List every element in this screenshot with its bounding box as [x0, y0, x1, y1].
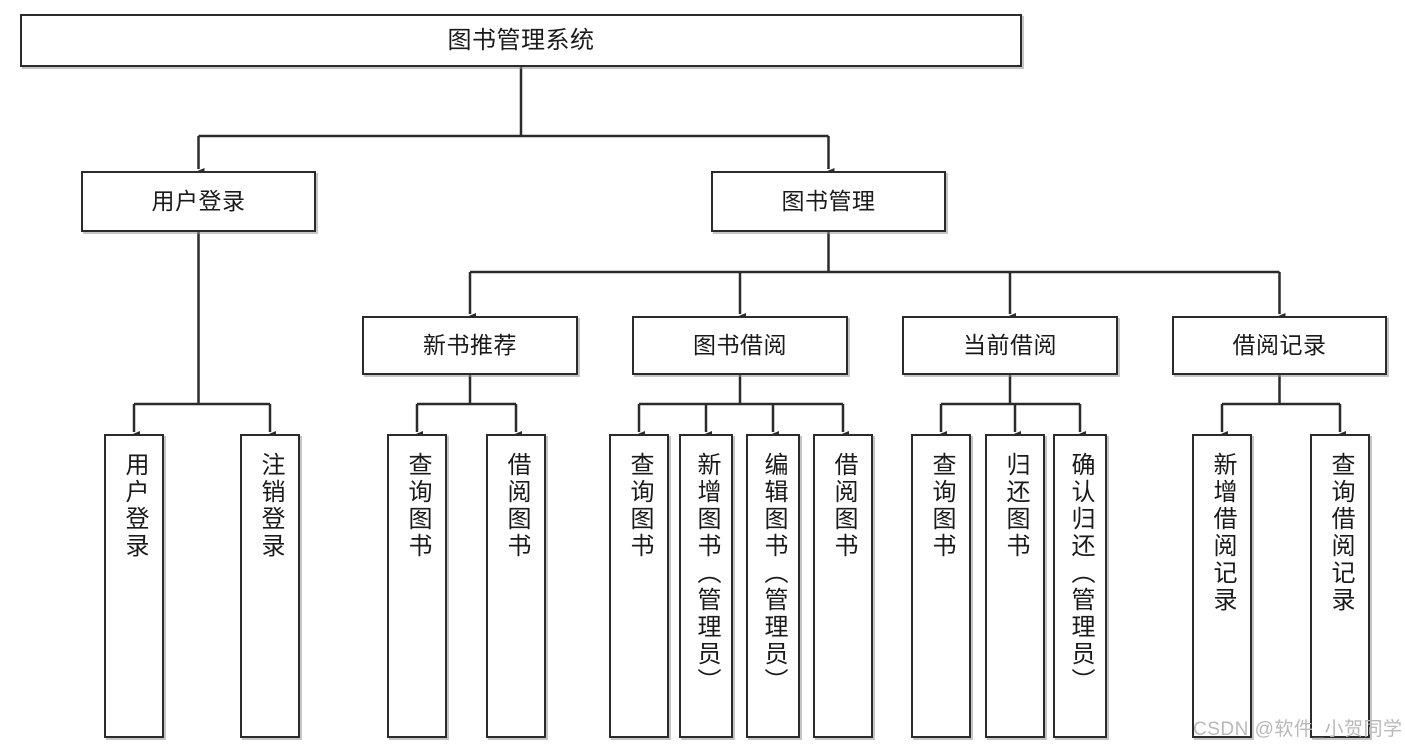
node-label: 用户登录 [121, 452, 148, 560]
node-leaf-borrow-query: 查询图书 [609, 434, 669, 738]
node-label: 查询图书 [626, 452, 653, 560]
node-l3-record: 借阅记录 [1172, 316, 1387, 375]
node-l3-borrow: 图书借阅 [632, 316, 848, 375]
node-label: 确认归还（管理员） [1067, 452, 1094, 695]
node-l3-new-book: 新书推荐 [362, 316, 578, 375]
node-label: 当前借阅 [963, 332, 1057, 359]
node-label: 查询图书 [928, 452, 955, 560]
node-label: 新书推荐 [423, 332, 517, 359]
node-leaf-user-login: 用户登录 [104, 434, 164, 738]
node-label: 归还图书 [1002, 452, 1029, 560]
node-label: 新增借阅记录 [1209, 452, 1236, 614]
node-leaf-new-borrow: 借阅图书 [486, 434, 546, 738]
node-l2-book-manage: 图书管理 [711, 171, 946, 232]
node-label: 查询图书 [404, 452, 431, 560]
node-leaf-borrow-add: 新增图书（管理员） [679, 434, 733, 738]
node-label: 借阅记录 [1232, 332, 1327, 359]
node-leaf-rec-add: 新增借阅记录 [1192, 434, 1252, 738]
node-leaf-cur-return: 归还图书 [985, 434, 1045, 738]
node-label: 新增图书（管理员） [693, 452, 720, 695]
node-leaf-borrow-edit: 编辑图书（管理员） [746, 434, 800, 738]
node-label: 用户登录 [151, 188, 246, 215]
node-label: 图书管理 [781, 188, 876, 215]
node-l2-user-login: 用户登录 [81, 171, 316, 232]
node-leaf-user-logout: 注销登录 [240, 434, 300, 738]
node-label: 图书借阅 [693, 332, 787, 359]
node-leaf-borrow-do: 借阅图书 [813, 434, 873, 738]
node-leaf-cur-confirm: 确认归还（管理员） [1053, 434, 1107, 738]
node-leaf-rec-query: 查询借阅记录 [1310, 434, 1370, 738]
node-label: 图书管理系统 [447, 26, 595, 54]
watermark: CSDN @软件_小贺同学 [1193, 719, 1403, 740]
node-leaf-new-query: 查询图书 [387, 434, 447, 738]
node-label: 查询借阅记录 [1327, 452, 1354, 614]
node-label: 注销登录 [257, 452, 284, 560]
node-label: 借阅图书 [830, 452, 857, 560]
node-label: 借阅图书 [503, 452, 530, 560]
node-root: 图书管理系统 [20, 14, 1022, 67]
tree-edges [128, 67, 1346, 441]
node-label: 编辑图书（管理员） [760, 452, 787, 695]
node-leaf-cur-query: 查询图书 [911, 434, 971, 738]
node-l3-current: 当前借阅 [902, 316, 1118, 375]
